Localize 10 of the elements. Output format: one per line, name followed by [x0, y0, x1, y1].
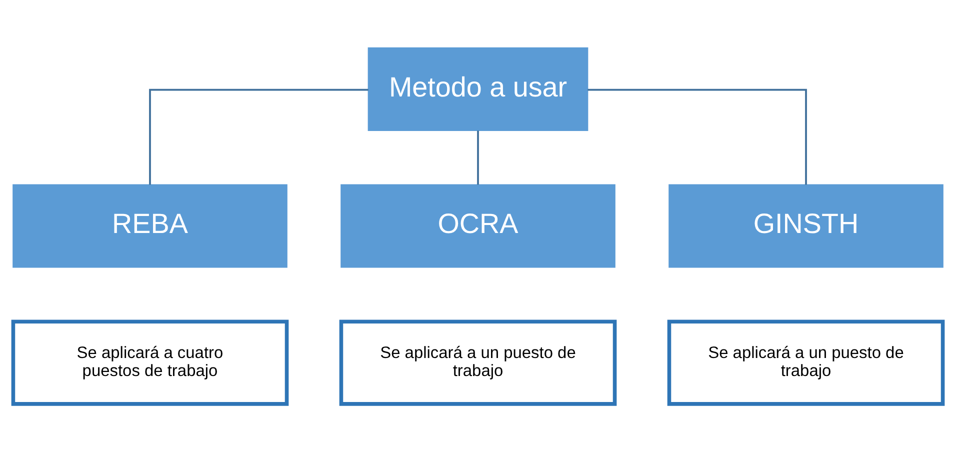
node-box: Se aplicará a cuatro puestos de trabajo — [11, 320, 289, 406]
node-box: Se aplicará a un puesto de trabajo — [339, 320, 617, 406]
connector — [477, 130, 479, 185]
node-box: Se aplicará a un puesto de trabajo — [667, 320, 945, 406]
node-box: GINSTH — [668, 184, 944, 268]
connector — [588, 88, 807, 185]
node-box: REBA — [12, 184, 288, 268]
node-box: Metodo a usar — [368, 47, 588, 132]
connector — [149, 88, 368, 185]
node-box: OCRA — [340, 184, 616, 268]
